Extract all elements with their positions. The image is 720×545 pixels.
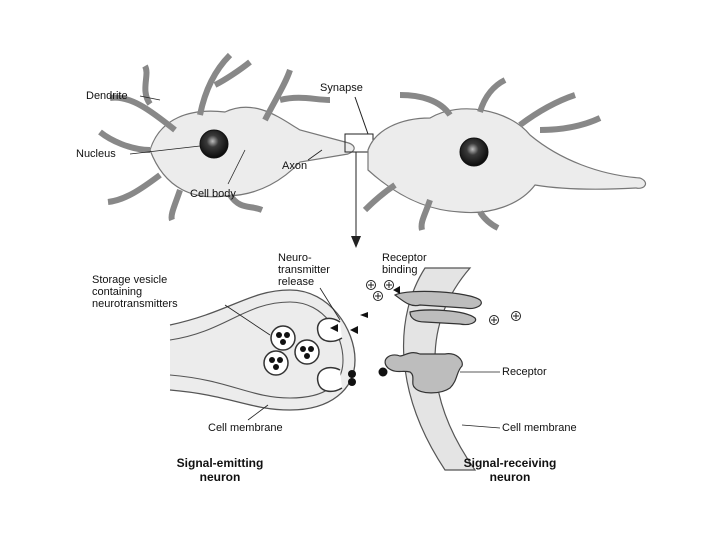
dendrite-leader bbox=[139, 95, 161, 101]
label-receptor-binding: Receptor binding bbox=[382, 252, 427, 276]
right-nucleus bbox=[459, 137, 489, 167]
vesicle-neurotransmitters bbox=[269, 332, 314, 370]
storage-vesicle-leader bbox=[224, 304, 271, 336]
left-neuron-cell bbox=[98, 52, 355, 222]
dendrite-upper-left bbox=[109, 52, 252, 133]
bound-receptor bbox=[393, 290, 482, 326]
released-transmitter-b bbox=[350, 326, 358, 334]
dendrite-lower-left bbox=[107, 172, 264, 222]
left-nucleus bbox=[199, 129, 229, 159]
released-transmitter-f bbox=[378, 367, 388, 377]
storage-vesicles bbox=[263, 325, 320, 376]
released-transmitter-d bbox=[348, 370, 356, 378]
cell-body-leader bbox=[227, 149, 246, 185]
neurotransmitter-plus-markers bbox=[366, 280, 521, 325]
caption-signal-emitting: Signal-emitting neuron bbox=[150, 456, 290, 484]
caption-signal-receiving-sub: neuron bbox=[489, 470, 531, 484]
synapse-leader-line bbox=[354, 96, 369, 135]
cell-membrane-left-leader bbox=[247, 404, 269, 421]
label-neurotransmitter-release: Neuro- transmitter release bbox=[278, 252, 330, 288]
label-storage-vesicle: Storage vesicle containing neurotransmit… bbox=[92, 274, 178, 310]
vesicle-2 bbox=[294, 339, 320, 365]
fusing-vesicle-bottom bbox=[316, 366, 343, 393]
zoom-arrow-head bbox=[351, 236, 361, 248]
label-cell-membrane-left: Cell membrane bbox=[208, 422, 283, 434]
dendrite-upper-right bbox=[262, 68, 331, 122]
released-transmitter-c bbox=[360, 312, 368, 318]
vesicle-3 bbox=[263, 350, 289, 376]
label-dendrite: Dendrite bbox=[86, 90, 128, 102]
neurotransmitter-plus-marks bbox=[368, 282, 519, 323]
right-neuron-body bbox=[367, 108, 647, 214]
caption-signal-emitting-sub: neuron bbox=[199, 470, 241, 484]
nucleus-leader bbox=[129, 145, 201, 155]
label-axon: Axon bbox=[282, 160, 308, 172]
caption-signal-emitting-title: Signal-emitting bbox=[176, 456, 264, 470]
nt-release-leader bbox=[319, 287, 341, 321]
axon-leader bbox=[307, 149, 323, 161]
label-receptor: Receptor bbox=[502, 366, 547, 378]
label-cell-membrane-right: Cell membrane bbox=[502, 422, 577, 434]
free-receptor bbox=[384, 352, 463, 394]
label-cell-body: Cell body bbox=[190, 188, 236, 200]
label-nucleus: Nucleus bbox=[76, 148, 116, 160]
right-neuron-cell bbox=[362, 77, 647, 231]
caption-signal-receiving-title: Signal-receiving bbox=[463, 456, 557, 470]
vesicle-1 bbox=[270, 325, 296, 351]
right-dendrite-upper bbox=[399, 77, 602, 133]
presynaptic-membrane-inner bbox=[169, 301, 344, 399]
cell-membrane-right-leader bbox=[461, 424, 501, 429]
released-transmitter-e bbox=[348, 378, 356, 386]
left-neuron-body bbox=[149, 106, 355, 198]
label-synapse: Synapse bbox=[320, 82, 363, 94]
presynaptic-terminal bbox=[169, 289, 356, 411]
right-dendrite-lower bbox=[362, 182, 500, 231]
caption-signal-receiving: Signal-receiving neuron bbox=[430, 456, 590, 484]
released-transmitter-a bbox=[330, 324, 338, 332]
bound-transmitter bbox=[393, 286, 400, 294]
fusing-vesicle-top bbox=[316, 317, 343, 343]
dendrite-far-left bbox=[98, 129, 151, 153]
